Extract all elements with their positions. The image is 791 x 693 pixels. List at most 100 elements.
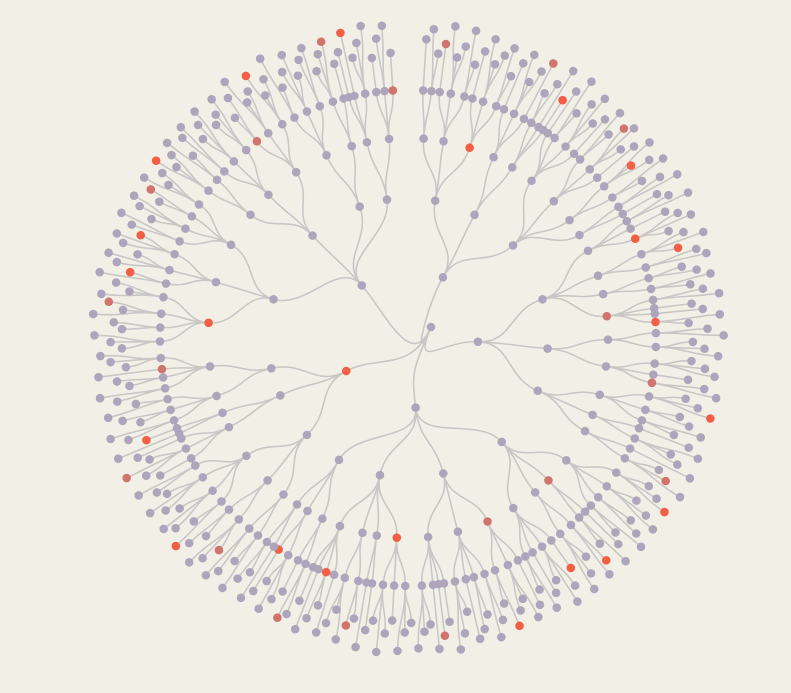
- tree-link: [108, 300, 162, 315]
- tree-leaf-node: [106, 337, 115, 347]
- tree-link: [454, 581, 462, 650]
- tree-leaf-node: [713, 351, 723, 361]
- tree-leaf-node: [480, 47, 490, 56]
- tree-link: [113, 321, 161, 329]
- tree-leaf-node: [387, 616, 397, 625]
- tree-link: [655, 332, 724, 337]
- tree-leaf-node: [90, 331, 99, 340]
- tree-node: [538, 294, 547, 304]
- tree-node: [267, 364, 276, 373]
- tree-node: [400, 581, 410, 591]
- tree-node: [241, 145, 251, 155]
- tree-leaf-node: [572, 109, 581, 118]
- tree-link: [584, 511, 619, 545]
- tree-leaf-node: [125, 267, 135, 277]
- tree-leaf-node: [176, 122, 186, 132]
- tree-link: [150, 188, 193, 218]
- tree-link: [315, 574, 335, 633]
- tree-node: [544, 476, 553, 485]
- tree-node: [160, 383, 170, 393]
- tree-link: [547, 91, 577, 134]
- tree-node: [375, 470, 385, 480]
- tree-node: [480, 569, 489, 579]
- tree-leaf-node: [164, 180, 173, 190]
- tree-leaf-node: [632, 496, 641, 505]
- tree-leaf-node: [461, 42, 471, 51]
- tree-leaf-node: [673, 243, 683, 253]
- tree-node: [157, 364, 167, 374]
- tree-node: [382, 195, 392, 204]
- tree-leaf-node: [175, 504, 184, 513]
- tree-leaf-node: [654, 465, 664, 475]
- tree-leaf-node: [368, 616, 378, 625]
- tree-link: [205, 528, 250, 576]
- tree-leaf-node: [220, 77, 229, 87]
- tree-leaf-node: [254, 604, 263, 614]
- tree-link: [160, 357, 211, 368]
- tree-link: [236, 541, 268, 580]
- tree-leaf-node: [94, 372, 103, 382]
- tree-leaf-node: [506, 71, 516, 81]
- tree-node: [550, 133, 559, 143]
- tree-link: [266, 554, 289, 582]
- tree-link: [227, 97, 258, 142]
- tree-node: [641, 263, 651, 272]
- tree-link: [564, 122, 594, 147]
- tree-leaf-node: [122, 473, 131, 483]
- tree-leaf-node: [125, 287, 134, 296]
- tree-link: [110, 419, 175, 440]
- tree-leaf-node: [631, 529, 641, 538]
- tree-node: [204, 186, 213, 196]
- tree-leaf-node: [422, 34, 431, 44]
- tree-node: [166, 405, 175, 415]
- tree-link: [332, 101, 353, 147]
- tree-node: [585, 165, 595, 174]
- tree-leaf-node: [552, 603, 562, 612]
- tree-node: [264, 190, 273, 200]
- tree-leaf-node: [429, 24, 439, 34]
- tree-leaf-node: [104, 248, 113, 258]
- tree-leaf-node: [184, 538, 194, 548]
- tree-node: [438, 273, 448, 282]
- tree-leaf-node: [537, 67, 546, 76]
- tree-node: [384, 134, 394, 144]
- tree-link: [271, 366, 347, 378]
- tree-link: [344, 532, 364, 579]
- tree-link: [559, 533, 595, 590]
- tree-node: [279, 490, 288, 499]
- tree-leaf-node: [293, 71, 303, 80]
- tree-link: [534, 491, 572, 526]
- tree-node: [302, 430, 312, 440]
- tree-link: [194, 455, 247, 467]
- tree-leaf-node: [242, 98, 252, 107]
- tree-link: [655, 320, 689, 324]
- tree-leaf-node: [706, 269, 715, 278]
- tree-leaf-node: [672, 170, 682, 179]
- tree-link: [171, 154, 209, 192]
- tree-leaf-node: [171, 541, 181, 551]
- tree-link: [379, 407, 417, 476]
- tree-node: [283, 550, 293, 560]
- tree-node: [561, 455, 571, 465]
- tree-link: [654, 302, 692, 309]
- tree-link: [121, 212, 180, 243]
- tree-leaf-node: [683, 188, 693, 197]
- tree-leaf-node: [480, 624, 489, 634]
- tree-node: [212, 175, 222, 185]
- tree-leaf-node: [652, 494, 661, 503]
- tree-leaf-node: [684, 443, 694, 452]
- tree-links: [93, 25, 724, 653]
- tree-node: [650, 309, 660, 318]
- tree-link: [512, 507, 527, 557]
- tree-leaf-node: [245, 567, 255, 577]
- tree-link: [371, 57, 378, 93]
- tree-leaf-node: [349, 614, 359, 623]
- tree-leaf-node: [666, 450, 676, 459]
- tree-node: [292, 500, 302, 509]
- tree-leaf-node: [587, 77, 596, 86]
- tree-node: [217, 497, 226, 506]
- tree-link: [122, 409, 171, 422]
- tree-link: [166, 142, 218, 181]
- tree-link: [473, 576, 486, 630]
- tree-node: [566, 520, 576, 530]
